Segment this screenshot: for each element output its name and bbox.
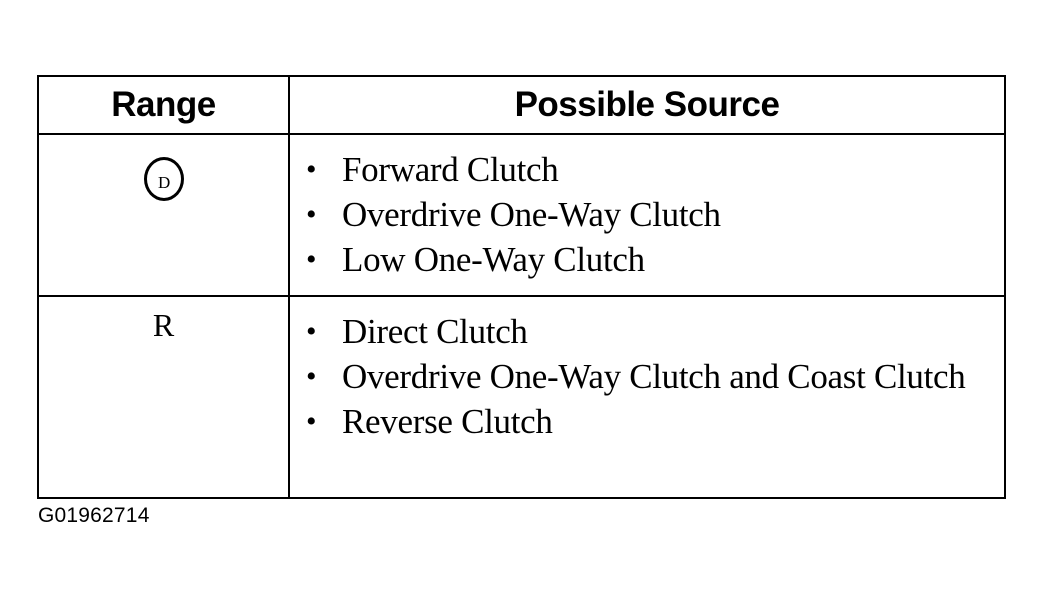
bullet-icon: • <box>306 360 317 393</box>
range-source-table: Range Possible Source D • Forward Clutch … <box>37 75 1006 499</box>
list-item: • Overdrive One-Way Clutch <box>306 192 994 237</box>
figure-code: G01962714 <box>38 504 150 527</box>
source-list: • Direct Clutch • Overdrive One-Way Clutch… <box>290 297 1004 444</box>
source-text: Low One-Way Clutch <box>342 240 645 279</box>
list-item: • Forward Clutch <box>306 147 994 192</box>
bullet-icon: • <box>306 153 317 186</box>
list-item: • Direct Clutch <box>306 309 994 354</box>
header-range: Range <box>37 75 290 135</box>
table-header-row: Range Possible Source <box>37 75 1006 135</box>
source-list: • Forward Clutch • Overdrive One-Way Clutc… <box>290 135 1004 282</box>
source-text: Direct Clutch <box>342 312 528 351</box>
bullet-icon: • <box>306 243 317 276</box>
header-possible-source: Possible Source <box>288 75 1006 135</box>
list-item: • Reverse Clutch <box>306 399 994 444</box>
range-cell-r: R <box>37 295 290 499</box>
drive-letter: D <box>157 172 171 192</box>
source-cell-d: • Forward Clutch • Overdrive One-Way Clutc… <box>288 133 1006 297</box>
source-text: Reverse Clutch <box>342 402 553 441</box>
bullet-icon: • <box>306 405 317 438</box>
bullet-icon: • <box>306 198 317 231</box>
source-text: Forward Clutch <box>342 150 559 189</box>
list-item: • Overdrive One-Way Clutch and Coast Clut… <box>306 354 994 399</box>
source-cell-r: • Direct Clutch • Overdrive One-Way Clutch… <box>288 295 1006 499</box>
bullet-icon: • <box>306 315 317 348</box>
source-text: Overdrive One-Way Clutch and Coast Clutc… <box>342 357 966 396</box>
table-row: D • Forward Clutch • Overdrive One-Way Clu… <box>37 133 1006 297</box>
table-row: R • Direct Clutch • Overdrive One-Way Clut… <box>37 295 1006 499</box>
list-item: • Low One-Way Clutch <box>306 237 994 282</box>
source-text: Overdrive One-Way Clutch <box>342 195 721 234</box>
drive-circle-icon: D <box>143 157 184 201</box>
range-cell-d: D <box>37 133 290 297</box>
